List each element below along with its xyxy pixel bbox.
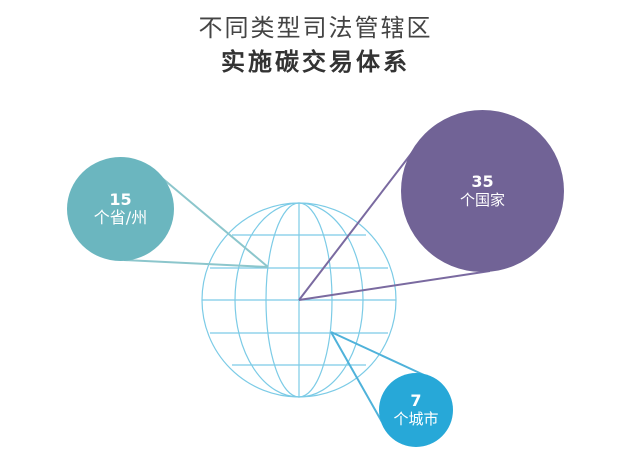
country-connector: [298, 149, 491, 301]
countries-count: 35: [471, 172, 494, 192]
title-line-2: 实施碳交易体系: [221, 48, 410, 76]
city-connector: [330, 331, 425, 423]
title-line-1: 不同类型司法管辖区: [198, 14, 433, 42]
cities-bubble: 7 个城市: [379, 373, 453, 447]
provinces-label: 个省/州: [93, 208, 148, 228]
countries-bubble: 35 个国家: [401, 110, 564, 272]
cities-label: 个城市: [393, 409, 439, 428]
provinces-count: 15: [109, 189, 132, 209]
countries-label: 个国家: [459, 190, 505, 209]
cities-count: 7: [410, 391, 422, 411]
provinces-bubble: 15 个省/州: [67, 157, 174, 261]
province-connector: [123, 177, 269, 268]
